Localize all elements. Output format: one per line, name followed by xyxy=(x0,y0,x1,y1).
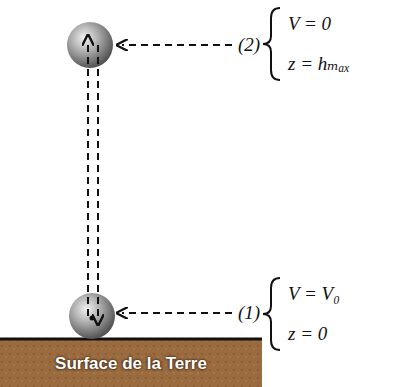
height-value: z = 0 xyxy=(288,323,327,346)
brace xyxy=(263,278,280,350)
velocity-value: V = 0 xyxy=(288,13,331,34)
trajectory-up xyxy=(87,40,89,316)
height-value: z = hₘₐₓ xyxy=(288,53,350,74)
ground-line xyxy=(0,338,262,341)
brace xyxy=(263,8,280,80)
state-number: (2) xyxy=(238,34,260,55)
trajectory-down xyxy=(97,45,99,320)
ground xyxy=(0,340,262,387)
ball-top xyxy=(67,22,113,68)
height-value: z = 0 xyxy=(288,323,327,344)
height-value: z = hₘₐₓ xyxy=(288,53,350,76)
velocity-value: V = 0 xyxy=(288,13,331,36)
ball-dot xyxy=(90,316,95,321)
velocity-value: V = V₀ xyxy=(288,283,340,304)
ground-band: Surface de la Terre xyxy=(0,340,262,387)
leader-arrow xyxy=(122,312,232,314)
ball-bottom xyxy=(69,293,115,339)
leader-arrow xyxy=(122,44,232,46)
velocity-value: V = V₀ xyxy=(288,283,340,306)
state-number: (2) xyxy=(238,34,260,57)
ground-label: Surface de la Terre xyxy=(55,354,207,374)
state-number: (1) xyxy=(238,302,260,323)
state-number: (1) xyxy=(238,302,260,325)
